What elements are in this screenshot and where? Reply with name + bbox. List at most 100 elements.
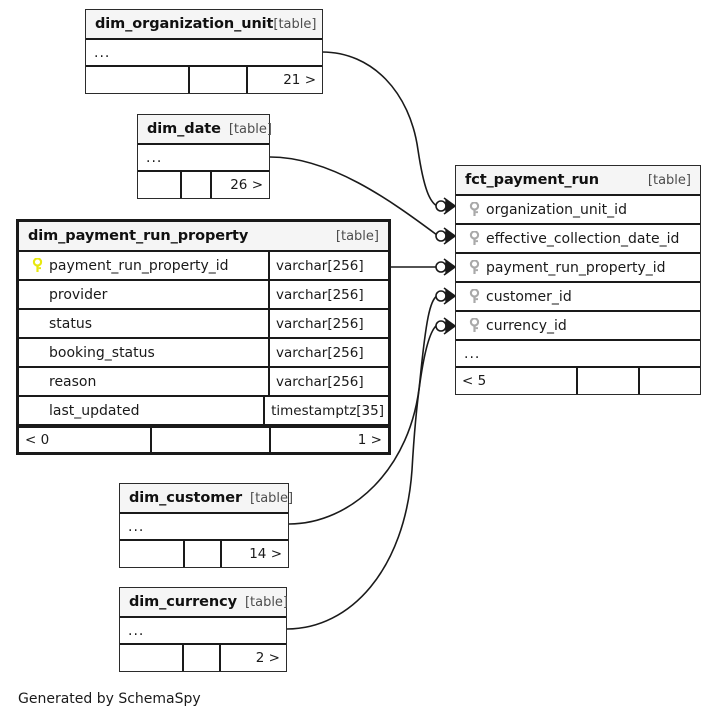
column-name: last_updated <box>49 402 140 419</box>
collapsed-columns-indicator[interactable]: ... <box>120 618 286 645</box>
footer-incoming-count <box>120 541 185 567</box>
table-row[interactable]: payment_run_property_id <box>456 254 700 283</box>
collapsed-columns-indicator[interactable]: ... <box>120 514 288 541</box>
footer-incoming-count: < 0 <box>19 428 152 452</box>
table-row[interactable]: status varchar[256] <box>19 310 388 339</box>
collapsed-columns-indicator[interactable]: ... <box>86 40 322 67</box>
column-name: provider <box>49 286 108 303</box>
footer-incoming-count <box>86 67 190 93</box>
table-footer: < 5 <box>456 368 700 394</box>
table-row[interactable]: booking_status varchar[256] <box>19 339 388 368</box>
table-fct-payment-run[interactable]: fct_payment_run [table] organization_uni… <box>455 165 701 395</box>
column-name-cell: provider <box>19 287 268 303</box>
table-title: fct_payment_run <box>465 172 599 188</box>
column-name-cell: booking_status <box>19 345 268 361</box>
table-dim-organization-unit[interactable]: dim_organization_unit [table] ... 21 > <box>85 9 323 94</box>
column-name-cell: currency_id <box>456 318 700 334</box>
footer-middle <box>578 368 640 394</box>
footer-incoming-count <box>120 645 184 671</box>
footer-middle <box>182 172 212 198</box>
footer-outgoing-count: 2 > <box>255 650 280 666</box>
table-row[interactable]: provider varchar[256] <box>19 281 388 310</box>
column-name-cell: effective_collection_date_id <box>456 231 700 247</box>
column-name: currency_id <box>486 317 567 334</box>
table-row[interactable]: last_updated timestamptz[35] <box>19 397 388 426</box>
table-type-tag: [table] <box>228 121 272 137</box>
crowsfoot-payment-run-property-id <box>435 258 457 276</box>
generated-by-credit: Generated by SchemaSpy <box>18 691 201 707</box>
crowsfoot-endpoints <box>435 197 457 335</box>
column-type: timestamptz[35] <box>263 397 388 424</box>
table-row[interactable]: effective_collection_date_id <box>456 225 700 254</box>
table-title: dim_payment_run_property <box>28 228 249 244</box>
table-header: dim_organization_unit [table] <box>86 10 322 40</box>
column-name-cell: last_updated <box>19 403 263 419</box>
table-dim-currency[interactable]: dim_currency [table] ... 2 > <box>119 587 289 672</box>
column-type: varchar[256] <box>268 281 388 308</box>
column-name: effective_collection_date_id <box>486 230 680 247</box>
key-icon <box>464 318 484 333</box>
column-type: varchar[256] <box>268 339 388 366</box>
collapsed-columns-indicator[interactable]: ... <box>138 145 269 172</box>
column-name: payment_run_property_id <box>486 259 666 276</box>
table-type-tag: [table] <box>250 490 294 506</box>
collapsed-columns-indicator[interactable]: ... <box>456 341 700 368</box>
column-name-cell: payment_run_property_id <box>19 258 268 274</box>
footer-outgoing-count: 1 > <box>357 432 382 448</box>
table-row[interactable]: organization_unit_id <box>456 196 700 225</box>
table-dim-customer[interactable]: dim_customer [table] ... 14 > <box>119 483 293 568</box>
footer-incoming-count: < 5 <box>456 368 578 394</box>
key-icon <box>464 231 484 246</box>
table-header: fct_payment_run [table] <box>456 166 700 196</box>
key-icon <box>464 202 484 217</box>
crowsfoot-organization-unit-id <box>435 197 457 215</box>
table-title: dim_date <box>147 121 221 137</box>
table-title: dim_organization_unit <box>95 16 274 32</box>
edge-dim-organization-unit <box>321 51 438 207</box>
table-type-tag: [table] <box>244 594 289 610</box>
footer-middle <box>152 428 271 452</box>
table-type-tag: [table] <box>647 172 691 188</box>
table-dim-date[interactable]: dim_date [table] ... 26 > <box>137 114 272 199</box>
table-dim-payment-run-property[interactable]: dim_payment_run_property [table] payment… <box>16 219 391 455</box>
footer-outgoing-count: 14 > <box>249 546 282 562</box>
column-type: varchar[256] <box>268 252 388 279</box>
column-name: customer_id <box>486 288 572 305</box>
footer-middle <box>185 541 222 567</box>
table-footer: 26 > <box>138 172 269 198</box>
footer-outgoing-count: 26 > <box>230 177 263 193</box>
table-footer: 21 > <box>86 67 322 93</box>
table-header: dim_payment_run_property [table] <box>19 222 388 252</box>
table-row[interactable]: reason varchar[256] <box>19 368 388 397</box>
table-row[interactable]: currency_id <box>456 312 700 341</box>
column-name-cell: reason <box>19 374 268 390</box>
column-name: payment_run_property_id <box>49 257 229 274</box>
column-name: status <box>49 315 93 332</box>
footer-middle <box>190 67 248 93</box>
key-icon <box>464 260 484 275</box>
table-type-tag: [table] <box>273 16 317 32</box>
crowsfoot-currency-id <box>435 317 457 335</box>
key-icon <box>464 289 484 304</box>
table-footer: < 0 1 > <box>19 426 388 452</box>
table-footer: 2 > <box>120 645 286 671</box>
column-name: reason <box>49 373 97 390</box>
column-name: organization_unit_id <box>486 201 627 218</box>
table-type-tag: [table] <box>335 228 379 244</box>
footer-outgoing-count <box>640 368 700 394</box>
table-header: dim_customer [table] <box>120 484 293 514</box>
column-name-cell: payment_run_property_id <box>456 260 700 276</box>
footer-middle <box>184 645 221 671</box>
column-name: booking_status <box>49 344 155 361</box>
table-row[interactable]: customer_id <box>456 283 700 312</box>
table-title: dim_customer <box>129 490 243 506</box>
column-type: varchar[256] <box>268 310 388 337</box>
table-header: dim_currency [table] <box>120 588 289 618</box>
column-name-cell: organization_unit_id <box>456 202 700 218</box>
column-name-cell: customer_id <box>456 289 700 305</box>
crowsfoot-effective-collection-date-id <box>435 227 457 245</box>
table-row[interactable]: payment_run_property_id varchar[256] <box>19 252 388 281</box>
crowsfoot-customer-id <box>435 287 457 305</box>
column-type: varchar[256] <box>268 368 388 395</box>
